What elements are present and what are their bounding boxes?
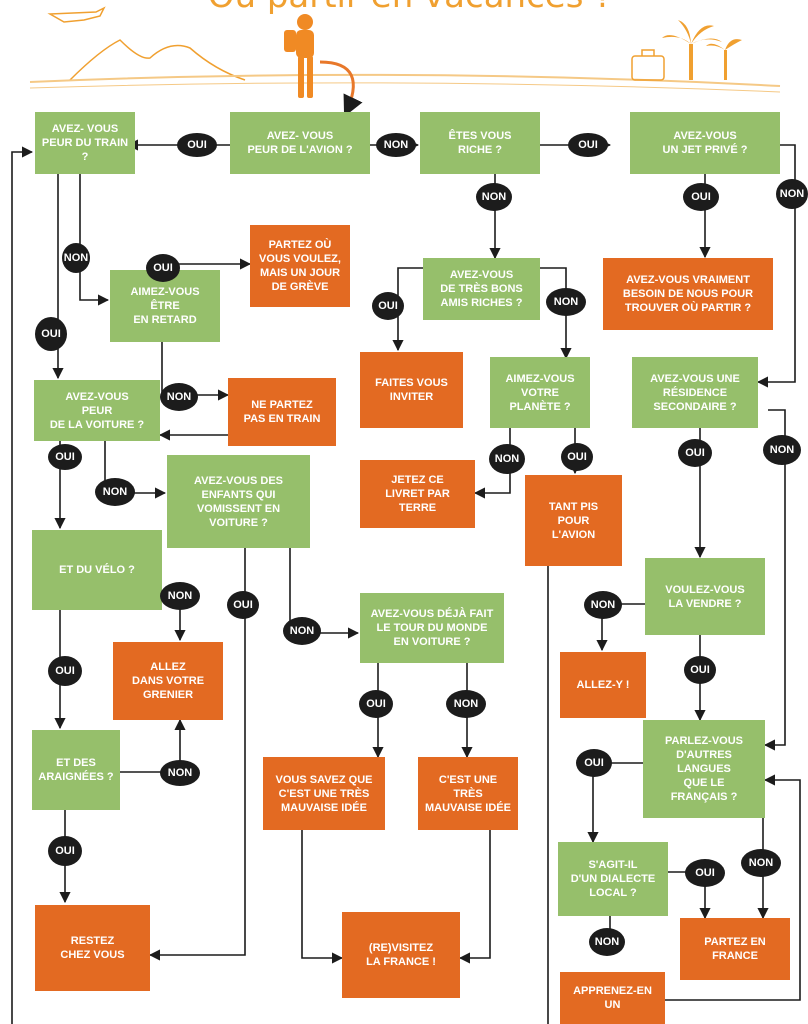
non-pill: NON xyxy=(776,179,808,209)
answer-mauvaise-idee-1: VOUS SAVEZ QUE C'EST UNE TRÈS MAUVAISE I… xyxy=(263,757,385,830)
curved-arrow xyxy=(319,60,363,117)
answer-restez: RESTEZ CHEZ VOUS xyxy=(35,905,150,991)
answer-livret: JETEZ CE LIVRET PAR TERRE xyxy=(360,460,475,528)
answer-tant-pis: TANT PIS POUR L'AVION xyxy=(525,475,622,566)
mountains-icon xyxy=(69,39,246,81)
question-riche: ÊTES VOUS RICHE ? xyxy=(420,112,540,174)
oui-pill: OUI xyxy=(48,444,82,470)
horizon-line-2 xyxy=(29,82,781,93)
non-pill: NON xyxy=(160,760,200,786)
non-pill: NON xyxy=(446,690,486,718)
question-araignees: ET DES ARAIGNÉES ? xyxy=(32,730,120,810)
oui-pill: OUI xyxy=(359,690,393,718)
answer-greve: PARTEZ OÙ VOUS VOULEZ, MAIS UN JOUR DE G… xyxy=(250,225,350,307)
answer-pas-train: NE PARTEZ PAS EN TRAIN xyxy=(228,378,336,446)
suitcase-icon xyxy=(631,49,665,81)
non-pill: NON xyxy=(489,444,525,474)
answer-revisitez: (RE)VISITEZ LA FRANCE ! xyxy=(342,912,460,998)
oui-pill: OUI xyxy=(683,183,719,211)
answer-partez-france: PARTEZ EN FRANCE xyxy=(680,918,790,980)
question-residence: AVEZ-VOUS UNE RÉSIDENCE SECONDAIRE ? xyxy=(632,357,758,428)
non-pill: NON xyxy=(160,383,198,411)
traveller-icon xyxy=(284,14,314,98)
oui-pill: OUI xyxy=(227,591,259,619)
question-amis-riches: AVEZ-VOUS DE TRÈS BONS AMIS RICHES ? xyxy=(423,258,540,320)
question-vendre: VOULEZ-VOUS LA VENDRE ? xyxy=(645,558,765,635)
non-pill: NON xyxy=(763,435,801,465)
non-pill: NON xyxy=(741,849,781,877)
question-peur-avion: AVEZ- VOUS PEUR DE L'AVION ? xyxy=(230,112,370,174)
question-jet-prive: AVEZ-VOUS UN JET PRIVÉ ? xyxy=(630,112,780,174)
question-peur-train: AVEZ- VOUS PEUR DU TRAIN ? xyxy=(35,112,135,174)
oui-pill: OUI xyxy=(48,836,82,866)
answer-mauvaise-idee-2: C'EST UNE TRÈS MAUVAISE IDÉE xyxy=(418,757,518,830)
question-tour-monde: AVEZ-VOUS DÉJÀ FAIT LE TOUR DU MONDE EN … xyxy=(360,593,504,663)
non-pill: NON xyxy=(62,243,90,273)
page-title: Où partir en vacances ? xyxy=(150,0,670,16)
airplane-icon xyxy=(47,6,106,23)
non-pill: NON xyxy=(476,183,512,211)
question-dialecte: S'AGIT-IL D'UN DIALECTE LOCAL ? xyxy=(558,842,668,916)
oui-pill: OUI xyxy=(35,317,67,351)
non-pill: NON xyxy=(95,478,135,506)
question-langues: PARLEZ-VOUS D'AUTRES LANGUES QUE LE FRAN… xyxy=(643,720,765,818)
question-velo: ET DU VÉLO ? xyxy=(32,530,162,610)
non-pill: NON xyxy=(376,133,416,157)
question-enfants: AVEZ-VOUS DES ENFANTS QUI VOMISSENT EN V… xyxy=(167,455,310,548)
oui-pill: OUI xyxy=(685,859,725,887)
non-pill: NON xyxy=(546,288,586,316)
oui-pill: OUI xyxy=(177,133,217,157)
horizon-line xyxy=(29,73,781,87)
non-pill: NON xyxy=(584,591,622,619)
oui-pill: OUI xyxy=(684,656,716,684)
oui-pill: OUI xyxy=(678,439,712,467)
palm-trees-icon xyxy=(662,20,742,80)
oui-pill: OUI xyxy=(561,443,593,471)
oui-pill: OUI xyxy=(576,749,612,777)
oui-pill: OUI xyxy=(568,133,608,157)
answer-inviter: FAITES VOUS INVITER xyxy=(360,352,463,428)
header-illustration xyxy=(29,6,781,117)
question-planete: AIMEZ-VOUS VOTRE PLANÈTE ? xyxy=(490,357,590,428)
question-peur-voiture: AVEZ-VOUS PEUR DE LA VOITURE ? xyxy=(34,380,160,441)
answer-besoin: AVEZ-VOUS VRAIMENT BESOIN DE NOUS POUR T… xyxy=(603,258,773,330)
oui-pill: OUI xyxy=(372,292,404,320)
question-retard: AIMEZ-VOUS ÊTRE EN RETARD xyxy=(110,270,220,342)
answer-apprenez: APPRENEZ-EN UN xyxy=(560,972,665,1024)
answer-allez-y: ALLEZ-Y ! xyxy=(560,652,646,718)
non-pill: NON xyxy=(589,928,625,956)
oui-pill: OUI xyxy=(146,254,180,282)
answer-grenier: ALLEZ DANS VOTRE GRENIER xyxy=(113,642,223,720)
non-pill: NON xyxy=(160,582,200,610)
non-pill: NON xyxy=(283,617,321,645)
oui-pill: OUI xyxy=(48,656,82,686)
